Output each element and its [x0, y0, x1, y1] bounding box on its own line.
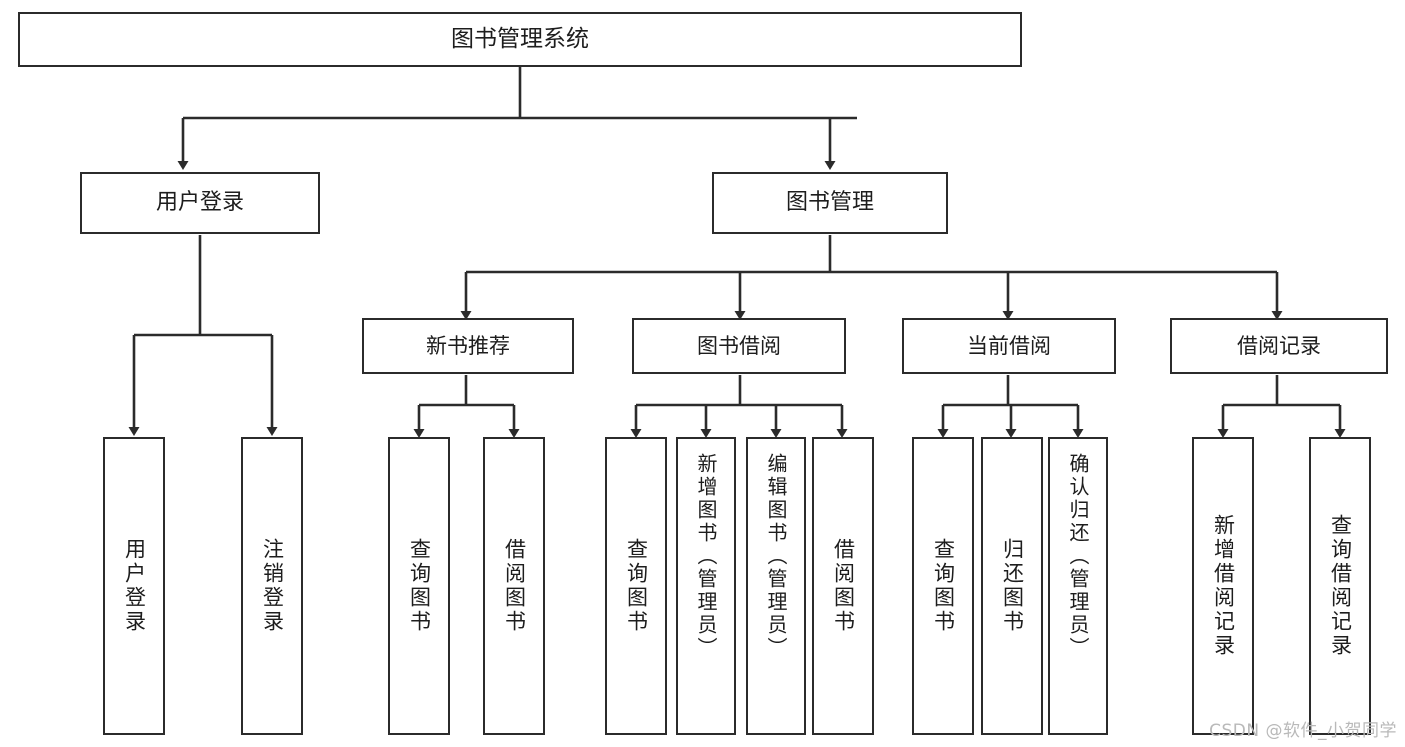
node-borrow-record[interactable]: 借阅记录: [1170, 318, 1388, 374]
node-label: 查询借阅记录: [1328, 514, 1353, 658]
node-leaf-borrow-book-recommend[interactable]: 借阅图书: [483, 437, 545, 735]
node-new-book-recommend[interactable]: 新书推荐: [362, 318, 574, 374]
node-label: 查询图书: [407, 538, 432, 634]
node-leaf-return-book[interactable]: 归还图书: [981, 437, 1043, 735]
node-label: 当前借阅: [967, 333, 1051, 358]
node-label: 查询图书: [931, 538, 956, 634]
node-label: 归还图书: [1000, 538, 1025, 634]
node-leaf-query-borrow-record[interactable]: 查询借阅记录: [1309, 437, 1371, 735]
node-label: 借阅记录: [1237, 333, 1321, 358]
node-label: 新书推荐: [426, 333, 510, 358]
node-label: 新增借阅记录: [1211, 514, 1236, 658]
node-label: 图书借阅: [697, 333, 781, 358]
node-leaf-add-borrow-record[interactable]: 新增借阅记录: [1192, 437, 1254, 735]
node-leaf-query-book-recommend[interactable]: 查询图书: [388, 437, 450, 735]
node-book-borrow[interactable]: 图书借阅: [632, 318, 846, 374]
node-label: 注销登录: [260, 538, 285, 634]
node-label: 编辑图书（管理员）: [764, 453, 788, 660]
node-current-borrow[interactable]: 当前借阅: [902, 318, 1116, 374]
node-leaf-add-book-admin[interactable]: 新增图书（管理员）: [676, 437, 736, 735]
node-leaf-query-book-current[interactable]: 查询图书: [912, 437, 974, 735]
node-label: 用户登录: [155, 190, 244, 216]
node-leaf-confirm-return-admin[interactable]: 确认归还（管理员）: [1048, 437, 1108, 735]
node-label: 新增图书（管理员）: [694, 453, 718, 660]
node-label: 图书管理: [785, 190, 874, 216]
csdn-watermark: CSDN @软件_小贺同学: [1209, 721, 1397, 741]
node-label: 用户登录: [122, 538, 147, 634]
node-book-management[interactable]: 图书管理: [712, 172, 948, 234]
node-root-book-management-system[interactable]: 图书管理系统: [18, 12, 1022, 67]
node-user-login[interactable]: 用户登录: [80, 172, 320, 234]
node-label: 借阅图书: [831, 538, 856, 634]
node-label: 图书管理系统: [451, 25, 589, 52]
node-label: 查询图书: [624, 538, 649, 634]
node-leaf-query-book-borrow[interactable]: 查询图书: [605, 437, 667, 735]
node-label: 借阅图书: [502, 538, 527, 634]
node-leaf-edit-book-admin[interactable]: 编辑图书（管理员）: [746, 437, 806, 735]
node-leaf-user-login[interactable]: 用户登录: [103, 437, 165, 735]
node-leaf-logout-login[interactable]: 注销登录: [241, 437, 303, 735]
node-leaf-borrow-book-borrow[interactable]: 借阅图书: [812, 437, 874, 735]
node-label: 确认归还（管理员）: [1066, 453, 1090, 660]
